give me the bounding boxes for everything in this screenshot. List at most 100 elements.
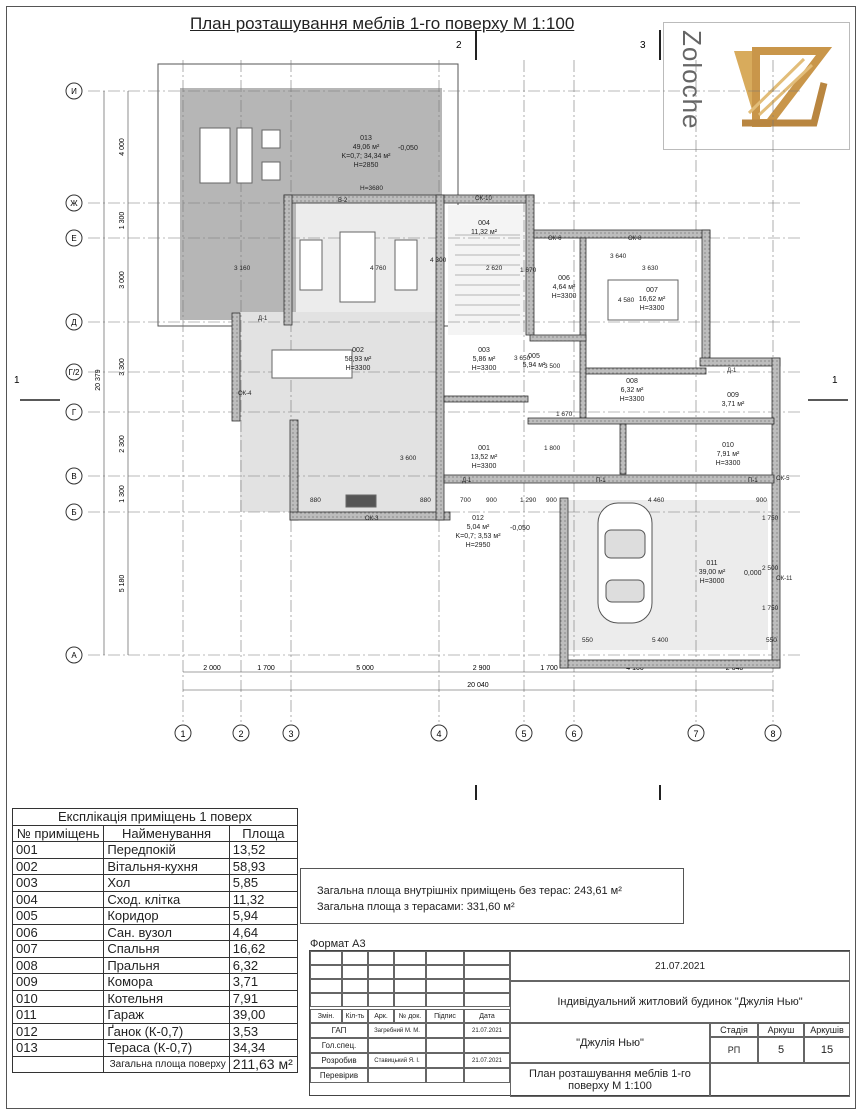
col-area: Площа xyxy=(228,824,299,842)
stamp-grid-cell xyxy=(426,979,464,993)
room-number: 006 xyxy=(558,275,570,282)
col-number: № приміщень xyxy=(11,824,105,842)
section-label: 3 xyxy=(640,40,646,51)
stamp-name-cell xyxy=(368,1038,426,1053)
total-value: 211,63 м² xyxy=(228,1055,299,1073)
dim-label: 5 180 xyxy=(119,575,126,593)
stamp-grid-cell xyxy=(464,979,510,993)
inner-dim: 3 600 xyxy=(400,455,417,462)
axis-bubble xyxy=(65,363,83,381)
opening-label: ОК-5 xyxy=(776,476,790,482)
stamp-grid-cell xyxy=(342,951,368,965)
room-number: 011 xyxy=(11,1006,105,1024)
inner-dim: 3 640 xyxy=(610,253,627,260)
stamp-sheets: 15 xyxy=(804,1037,850,1063)
stamp-dev-name: Ставицький Я. І. xyxy=(368,1053,426,1068)
stamp-role: Розробив xyxy=(310,1053,368,1068)
stamp-role: ГАП xyxy=(310,1023,368,1038)
room-area: 49,06 м² xyxy=(353,144,380,151)
room-area: 5,94 м² xyxy=(523,362,546,369)
room-height: H=2950 xyxy=(466,542,491,549)
axis-bubble xyxy=(687,724,705,742)
room-height: H=3300 xyxy=(472,463,497,470)
stamp-grid-cell xyxy=(394,951,426,965)
logo-box xyxy=(663,22,850,150)
room-level: -0,050 xyxy=(398,145,418,152)
room-level: 0,000 xyxy=(744,570,762,577)
dim-label: 5 000 xyxy=(356,665,374,672)
room-number: 005 xyxy=(11,907,105,925)
dim-label: 3 300 xyxy=(119,358,126,376)
axis-bubble xyxy=(764,724,782,742)
room-extra: K=0,7; 3,53 м² xyxy=(455,533,501,540)
logo-mark-icon xyxy=(734,47,833,127)
room-name: Тераса (К-0,7) xyxy=(103,1039,230,1057)
wall xyxy=(443,395,529,403)
stamp-grid-cell xyxy=(394,979,426,993)
stamp-stage-head: Стадія xyxy=(710,1023,758,1037)
room-number: 009 xyxy=(11,973,105,991)
room-number: 009 xyxy=(727,392,739,399)
room-area: 3,53 xyxy=(228,1022,299,1040)
room-number: 013 xyxy=(360,135,372,142)
axis-bubble xyxy=(65,646,83,664)
dim-label: 2 900 xyxy=(473,665,491,672)
room-area: 7,91 xyxy=(228,989,299,1007)
stamp-grid-cell xyxy=(464,965,510,979)
inner-dim: 5 400 xyxy=(652,637,669,644)
opening-label: ОК-8 xyxy=(628,236,642,242)
wall xyxy=(559,497,569,669)
stamp-project: Індивідуальний житловий будинок "Джулія … xyxy=(510,981,850,1023)
room-name: Гараж xyxy=(103,1006,230,1024)
opening-label: ОК-3 xyxy=(365,516,379,522)
room-name: Комора xyxy=(103,973,230,991)
furniture xyxy=(199,127,679,508)
axis-label: 7 xyxy=(693,729,698,739)
stamp-stage: РП xyxy=(710,1037,758,1063)
stamp-grid-cell xyxy=(464,993,510,1007)
inner-dim: 4 300 xyxy=(430,257,447,264)
dim-label: 2 000 xyxy=(203,665,221,672)
stamp-grid-cell xyxy=(310,993,342,1007)
inner-dim: 3 650 xyxy=(514,355,531,362)
axis-label: 4 xyxy=(436,729,441,739)
stamp-grid-cell xyxy=(426,965,464,979)
room-area: 39,00 м² xyxy=(699,569,726,576)
axis-bubble xyxy=(65,403,83,421)
room-height: H=2850 xyxy=(354,162,379,169)
room-name: Пральня xyxy=(103,956,230,974)
inner-dim: 3 630 xyxy=(642,265,659,272)
inner-dim: 3 500 xyxy=(544,363,561,370)
stamp-object: "Джулія Нью" xyxy=(510,1023,710,1063)
stamp-date-cell xyxy=(464,1038,510,1053)
axis-label: 6 xyxy=(571,729,576,739)
axis-bubble xyxy=(515,724,533,742)
inner-dim: 4 460 xyxy=(648,497,665,504)
room-number: 012 xyxy=(472,515,484,522)
wall xyxy=(525,194,535,336)
opening-label: ОК-4 xyxy=(238,391,252,397)
dim-label: 1 700 xyxy=(540,665,558,672)
total-height: 20 379 xyxy=(95,369,102,391)
stamp-grid-cell xyxy=(310,979,342,993)
room-number: 003 xyxy=(478,347,490,354)
inner-dim: 1 800 xyxy=(544,445,561,452)
room-area: 4,64 xyxy=(228,923,299,941)
inner-dim: 880 xyxy=(420,497,431,504)
inner-dim: 1 670 xyxy=(556,411,573,418)
stamp-grid-cell xyxy=(394,965,426,979)
opening-label: П-1 xyxy=(596,478,606,484)
inner-dim: 1 750 xyxy=(762,605,779,612)
room-area: 7,91 м² xyxy=(717,451,740,458)
room-number: 008 xyxy=(11,956,105,974)
dim-label: 3 000 xyxy=(119,271,126,289)
wall xyxy=(579,237,587,419)
axis-label: Г xyxy=(72,408,77,417)
room-area: 13,52 xyxy=(228,841,299,859)
